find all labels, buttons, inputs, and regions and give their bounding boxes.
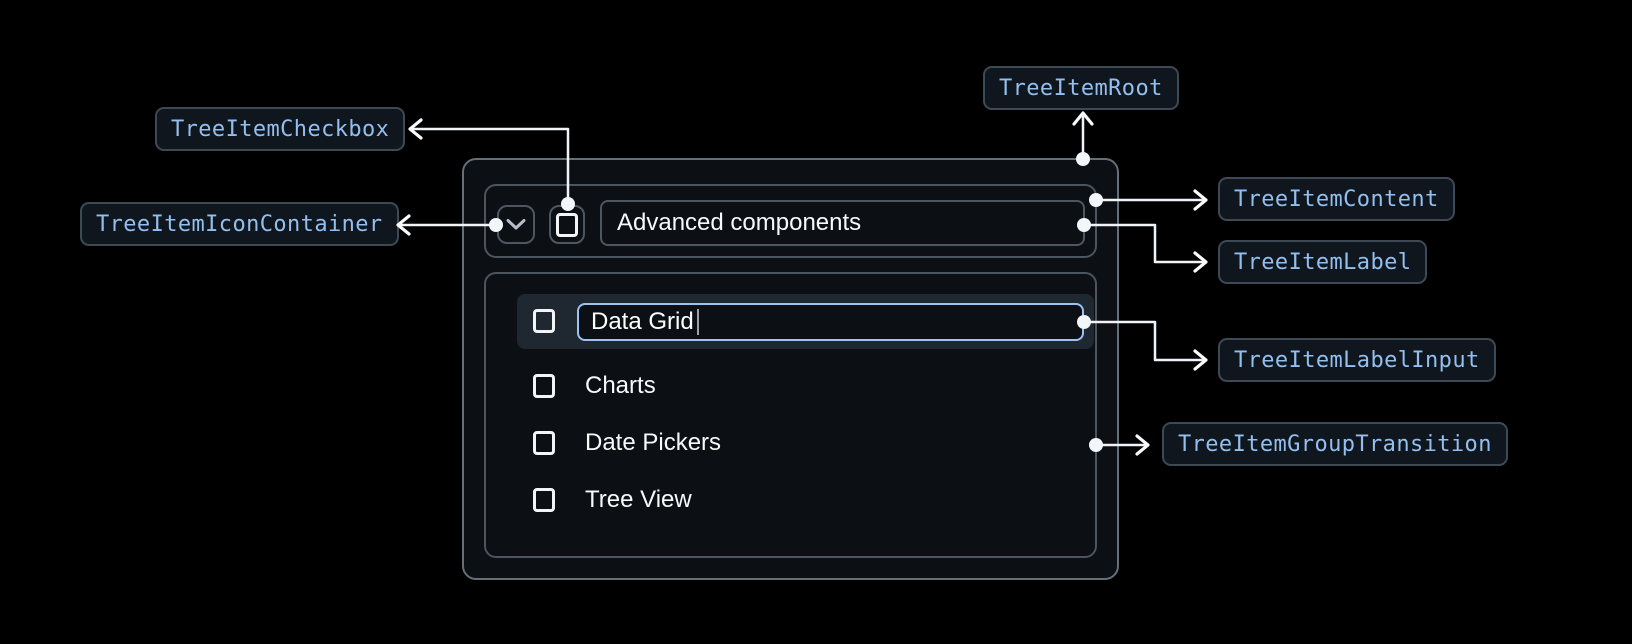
tree-item-root: Advanced components Data Grid Charts Dat… (462, 158, 1119, 580)
anatomy-label-icon-container: TreeItemIconContainer (80, 202, 399, 246)
anatomy-label-checkbox: TreeItemCheckbox (155, 107, 406, 151)
tree-item-content[interactable]: Advanced components (484, 184, 1097, 258)
tree-item-label-text: Charts (585, 372, 656, 399)
anatomy-label-content: TreeItemContent (1218, 177, 1455, 221)
chevron-down-icon (506, 219, 526, 230)
anatomy-label-root: TreeItemRoot (983, 66, 1179, 110)
anatomy-label-label-input: TreeItemLabelInput (1218, 338, 1496, 382)
checkbox-unchecked-icon[interactable] (533, 374, 555, 398)
tree-item-checkbox[interactable] (549, 205, 585, 244)
tree-row-charts[interactable]: Charts (533, 372, 1073, 400)
checkbox-unchecked-icon (556, 212, 578, 237)
text-cursor (696, 309, 699, 335)
tree-row-data-grid[interactable]: Data Grid (517, 294, 1094, 349)
checkbox-unchecked-icon[interactable] (533, 309, 555, 333)
tree-item-label-text: Advanced components (617, 209, 862, 236)
tree-item-label-text: Tree View (585, 486, 692, 513)
tree-item-icon-container[interactable] (497, 205, 535, 244)
label-input-text: Data Grid (591, 308, 694, 335)
tree-row-tree-view[interactable]: Tree View (533, 486, 1073, 514)
tree-item-label-input[interactable]: Data Grid (577, 303, 1084, 341)
anatomy-label-group-transition: TreeItemGroupTransition (1162, 422, 1508, 466)
checkbox-unchecked-icon[interactable] (533, 488, 555, 512)
tree-item-label-text: Date Pickers (585, 429, 722, 456)
tree-item-label[interactable]: Advanced components (600, 200, 1085, 246)
anatomy-label-label: TreeItemLabel (1218, 240, 1428, 284)
checkbox-unchecked-icon[interactable] (533, 431, 555, 455)
tree-row-date-pickers[interactable]: Date Pickers (533, 429, 1073, 457)
tree-item-group-transition: Data Grid Charts Date Pickers Tree View (484, 272, 1097, 558)
